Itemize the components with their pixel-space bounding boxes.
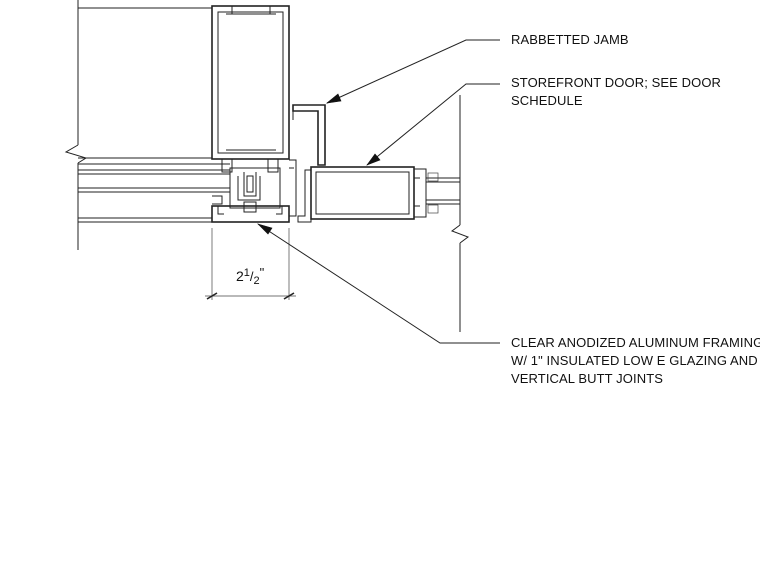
dimension-denominator: 2 xyxy=(253,275,260,287)
note-rabbetted-jamb: RABBETTED JAMB xyxy=(511,32,629,47)
leader-aluminum-framing xyxy=(256,223,500,344)
note-storefront-door-line2: SCHEDULE xyxy=(511,93,583,108)
note-aluminum-framing-line1: CLEAR ANODIZED ALUMINUM FRAMING xyxy=(511,335,760,350)
rabbetted-jamb xyxy=(292,104,326,223)
frame-pocket xyxy=(211,159,297,223)
note-aluminum-framing-line3: VERTICAL BUTT JOINTS xyxy=(511,371,664,386)
note-storefront-door-line1: STOREFRONT DOOR; SEE DOOR xyxy=(511,75,722,90)
note-aluminum-framing-line2: W/ 1" INSULATED LOW E GLAZING AND xyxy=(511,353,758,368)
right-wall-line xyxy=(450,95,470,332)
storefront-door-stile xyxy=(310,166,427,220)
jamb-tube xyxy=(211,5,290,160)
dimension-unit: " xyxy=(259,265,265,280)
leader-rabbetted-jamb xyxy=(325,39,500,104)
leader-storefront-door xyxy=(366,83,500,166)
note-aluminum-framing: CLEAR ANODIZED ALUMINUM FRAMING W/ 1" IN… xyxy=(511,334,760,388)
insulated-glazing-left xyxy=(78,169,230,223)
dimension-label: 21/2" xyxy=(236,265,265,287)
dimension-line xyxy=(205,228,296,300)
dimension-numerator: 1 xyxy=(243,267,250,279)
wall-block xyxy=(64,0,230,250)
note-storefront-door: STOREFRONT DOOR; SEE DOOR SCHEDULE xyxy=(511,74,721,110)
dimension-whole: 2 xyxy=(236,268,244,284)
door-glazing xyxy=(426,172,460,214)
